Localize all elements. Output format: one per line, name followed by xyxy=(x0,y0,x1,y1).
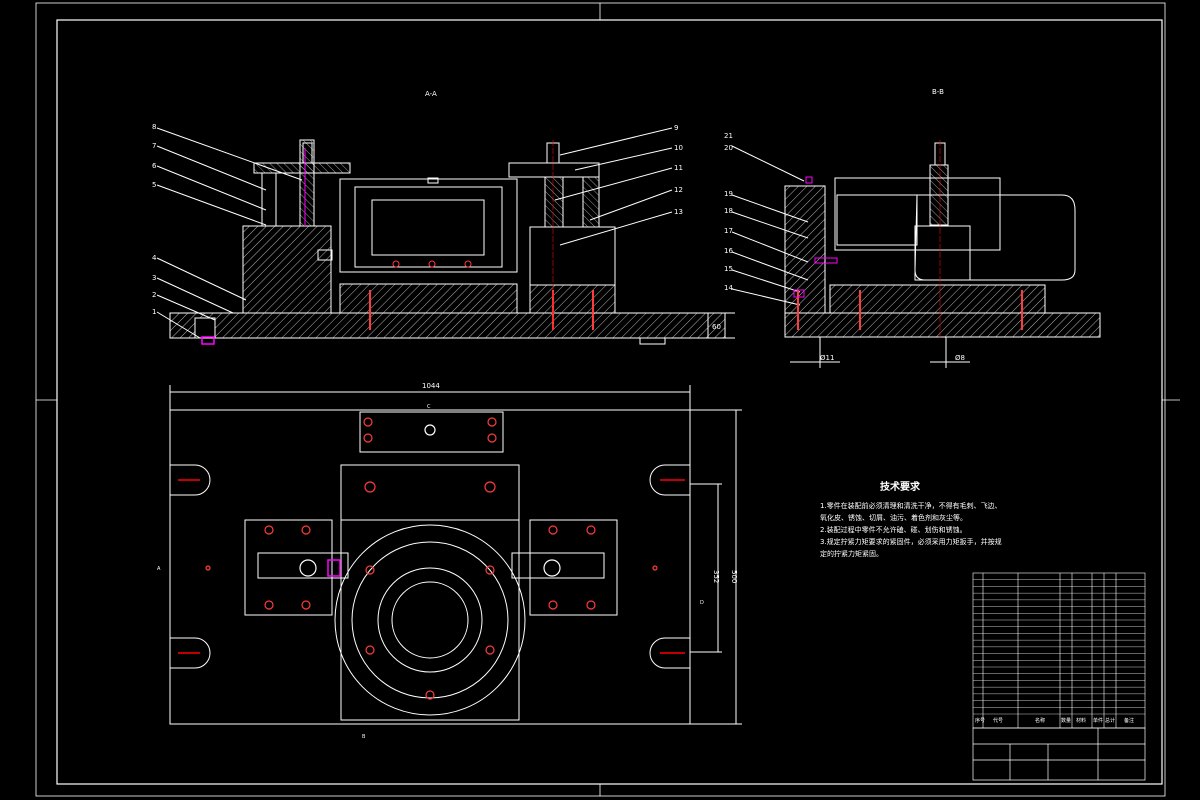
callout-7: 7 xyxy=(152,142,156,150)
callout-8: 8 xyxy=(152,123,156,131)
view-title-a: A-A xyxy=(425,90,437,98)
tech-req-line-5: 定的拧紧力矩紧固。 xyxy=(820,549,883,558)
cut-label-d: D xyxy=(700,600,704,606)
hdr-total: 总计 xyxy=(1105,717,1115,724)
hdr-seq: 序号 xyxy=(975,717,985,724)
plan-view xyxy=(169,385,742,725)
callout-19: 19 xyxy=(724,190,733,198)
section-b-view xyxy=(731,142,1101,368)
hdr-qty: 数量 xyxy=(1061,717,1071,724)
dim-height-60: 60 xyxy=(712,323,721,331)
callout-9: 9 xyxy=(674,124,678,132)
callout-17: 17 xyxy=(724,227,733,235)
section-b-accents xyxy=(793,140,1023,340)
dim-overall-width: 1044 xyxy=(422,382,440,390)
view-title-b: B-B xyxy=(932,88,944,96)
cut-label-c: C xyxy=(427,404,431,410)
callout-3: 3 xyxy=(152,274,156,282)
callout-21: 21 xyxy=(724,132,733,140)
hdr-unit: 单件 xyxy=(1093,717,1103,724)
tech-req-line-4: 3.规定拧紧力矩要求的紧固件，必须采用力矩扳手，并按规 xyxy=(820,537,1002,546)
callout-18: 18 xyxy=(724,207,733,215)
callout-5: 5 xyxy=(152,181,156,189)
section-a-accents xyxy=(201,140,594,345)
tech-req-line-3: 2.装配过程中零件不允许磕、碰、划伤和锈蚀。 xyxy=(820,525,967,534)
callout-11: 11 xyxy=(674,164,683,172)
section-a-view xyxy=(156,127,735,345)
hdr-code: 代号 xyxy=(993,717,1003,724)
callout-10: 10 xyxy=(674,144,683,152)
hdr-material: 材料 xyxy=(1076,717,1086,724)
tech-req-line-2: 氧化皮、锈蚀、切屑、油污、着色剂和灰尘等。 xyxy=(820,513,967,522)
dim-b-1: Ø11 xyxy=(820,354,834,362)
callout-20: 20 xyxy=(724,144,733,152)
title-block-header: 序号 代号 名称 数量 材料 单件 总计 备注 xyxy=(975,717,1134,724)
tech-req-line-1: 1.零件在装配前必须清理和清洗干净，不得有毛刺、飞边、 xyxy=(820,501,1002,510)
tech-requirements: 技术要求 1.零件在装配前必须清理和清洗干净，不得有毛刺、飞边、 氧化皮、锈蚀、… xyxy=(820,480,1002,558)
callout-12: 12 xyxy=(674,186,683,194)
hdr-name: 名称 xyxy=(1035,717,1045,724)
cut-label-a: A xyxy=(157,566,161,572)
plan-view-accents xyxy=(178,479,685,654)
plan-dimensions: 1044 352 500 A B C D xyxy=(157,382,738,740)
callout-13: 13 xyxy=(674,208,683,216)
callout-14: 14 xyxy=(724,284,733,292)
plan-view-holes xyxy=(205,417,658,700)
callouts-b: 21 20 19 18 17 16 15 14 Ø11 Ø8 xyxy=(724,132,965,362)
callout-2: 2 xyxy=(152,291,156,299)
sheet-border xyxy=(35,2,1180,797)
callout-15: 15 xyxy=(724,265,733,273)
hdr-remark: 备注 xyxy=(1124,717,1134,724)
dim-plan-500: 500 xyxy=(730,570,738,583)
dim-b-2: Ø8 xyxy=(955,354,965,362)
parts-list xyxy=(972,572,1146,729)
tech-req-title: 技术要求 xyxy=(880,480,921,493)
callout-16: 16 xyxy=(724,247,733,255)
cut-label-b: B xyxy=(362,734,366,740)
callout-1: 1 xyxy=(152,308,156,316)
callout-4: 4 xyxy=(152,254,157,262)
title-block xyxy=(972,727,1146,781)
parts-list-rows xyxy=(973,579,1145,715)
callouts-a: 8 7 6 5 4 3 2 1 9 10 11 12 13 60 xyxy=(152,123,721,331)
callout-6: 6 xyxy=(152,162,157,170)
dim-plan-352: 352 xyxy=(712,570,720,583)
